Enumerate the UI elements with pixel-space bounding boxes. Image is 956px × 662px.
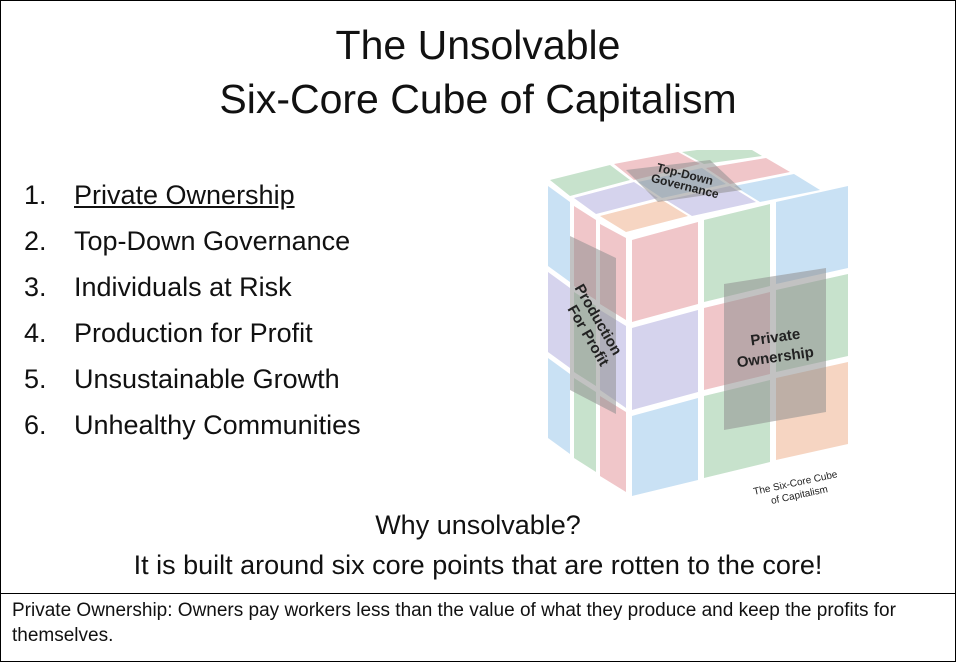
why-section: Why unsolvable? It is built around six c… — [0, 505, 956, 585]
list-text: Unsustainable Growth — [74, 364, 340, 394]
list-item: 6. Unhealthy Communities — [24, 402, 361, 448]
notes-divider — [0, 593, 956, 594]
top-label-overlay — [626, 160, 742, 202]
six-core-cube-image: Top-Down Governance Production For Profi… — [548, 150, 848, 507]
list-number: 5. — [24, 364, 47, 394]
list-text: Individuals at Risk — [74, 272, 292, 302]
right-label-line-1: Private — [749, 326, 801, 350]
title-line-2: Six-Core Cube of Capitalism — [219, 76, 737, 122]
why-answer: It is built around six core points that … — [133, 550, 823, 580]
list-item: 2. Top-Down Governance — [24, 218, 361, 264]
list-number: 3. — [24, 272, 47, 302]
list-number: 1. — [24, 180, 47, 210]
title-line-1: The Unsolvable — [335, 22, 621, 68]
list-text: Top-Down Governance — [74, 226, 351, 256]
list-number: 2. — [24, 226, 47, 256]
list-item: 1. Private Ownership — [24, 172, 361, 218]
list-item: 4. Production for Profit — [24, 310, 361, 356]
slide: The Unsolvable Six-Core Cube of Capitali… — [0, 18, 956, 585]
why-question: Why unsolvable? — [375, 510, 581, 540]
list-item: 5. Unsustainable Growth — [24, 356, 361, 402]
list-item: 3. Individuals at Risk — [24, 264, 361, 310]
speaker-note: Private Ownership: Owners pay workers le… — [12, 600, 896, 646]
list-number: 4. — [24, 318, 47, 348]
left-label-overlay — [570, 236, 616, 414]
list-text: Unhealthy Communities — [74, 410, 361, 440]
list-number: 6. — [24, 410, 47, 440]
list-text: Private Ownership — [74, 180, 295, 210]
list-text: Production for Profit — [74, 318, 313, 348]
right-label-overlay — [724, 268, 826, 430]
core-points-list: 1. Private Ownership 2. Top-Down Governanc… — [24, 172, 361, 448]
slide-title: The Unsolvable Six-Core Cube of Capitali… — [0, 18, 956, 126]
